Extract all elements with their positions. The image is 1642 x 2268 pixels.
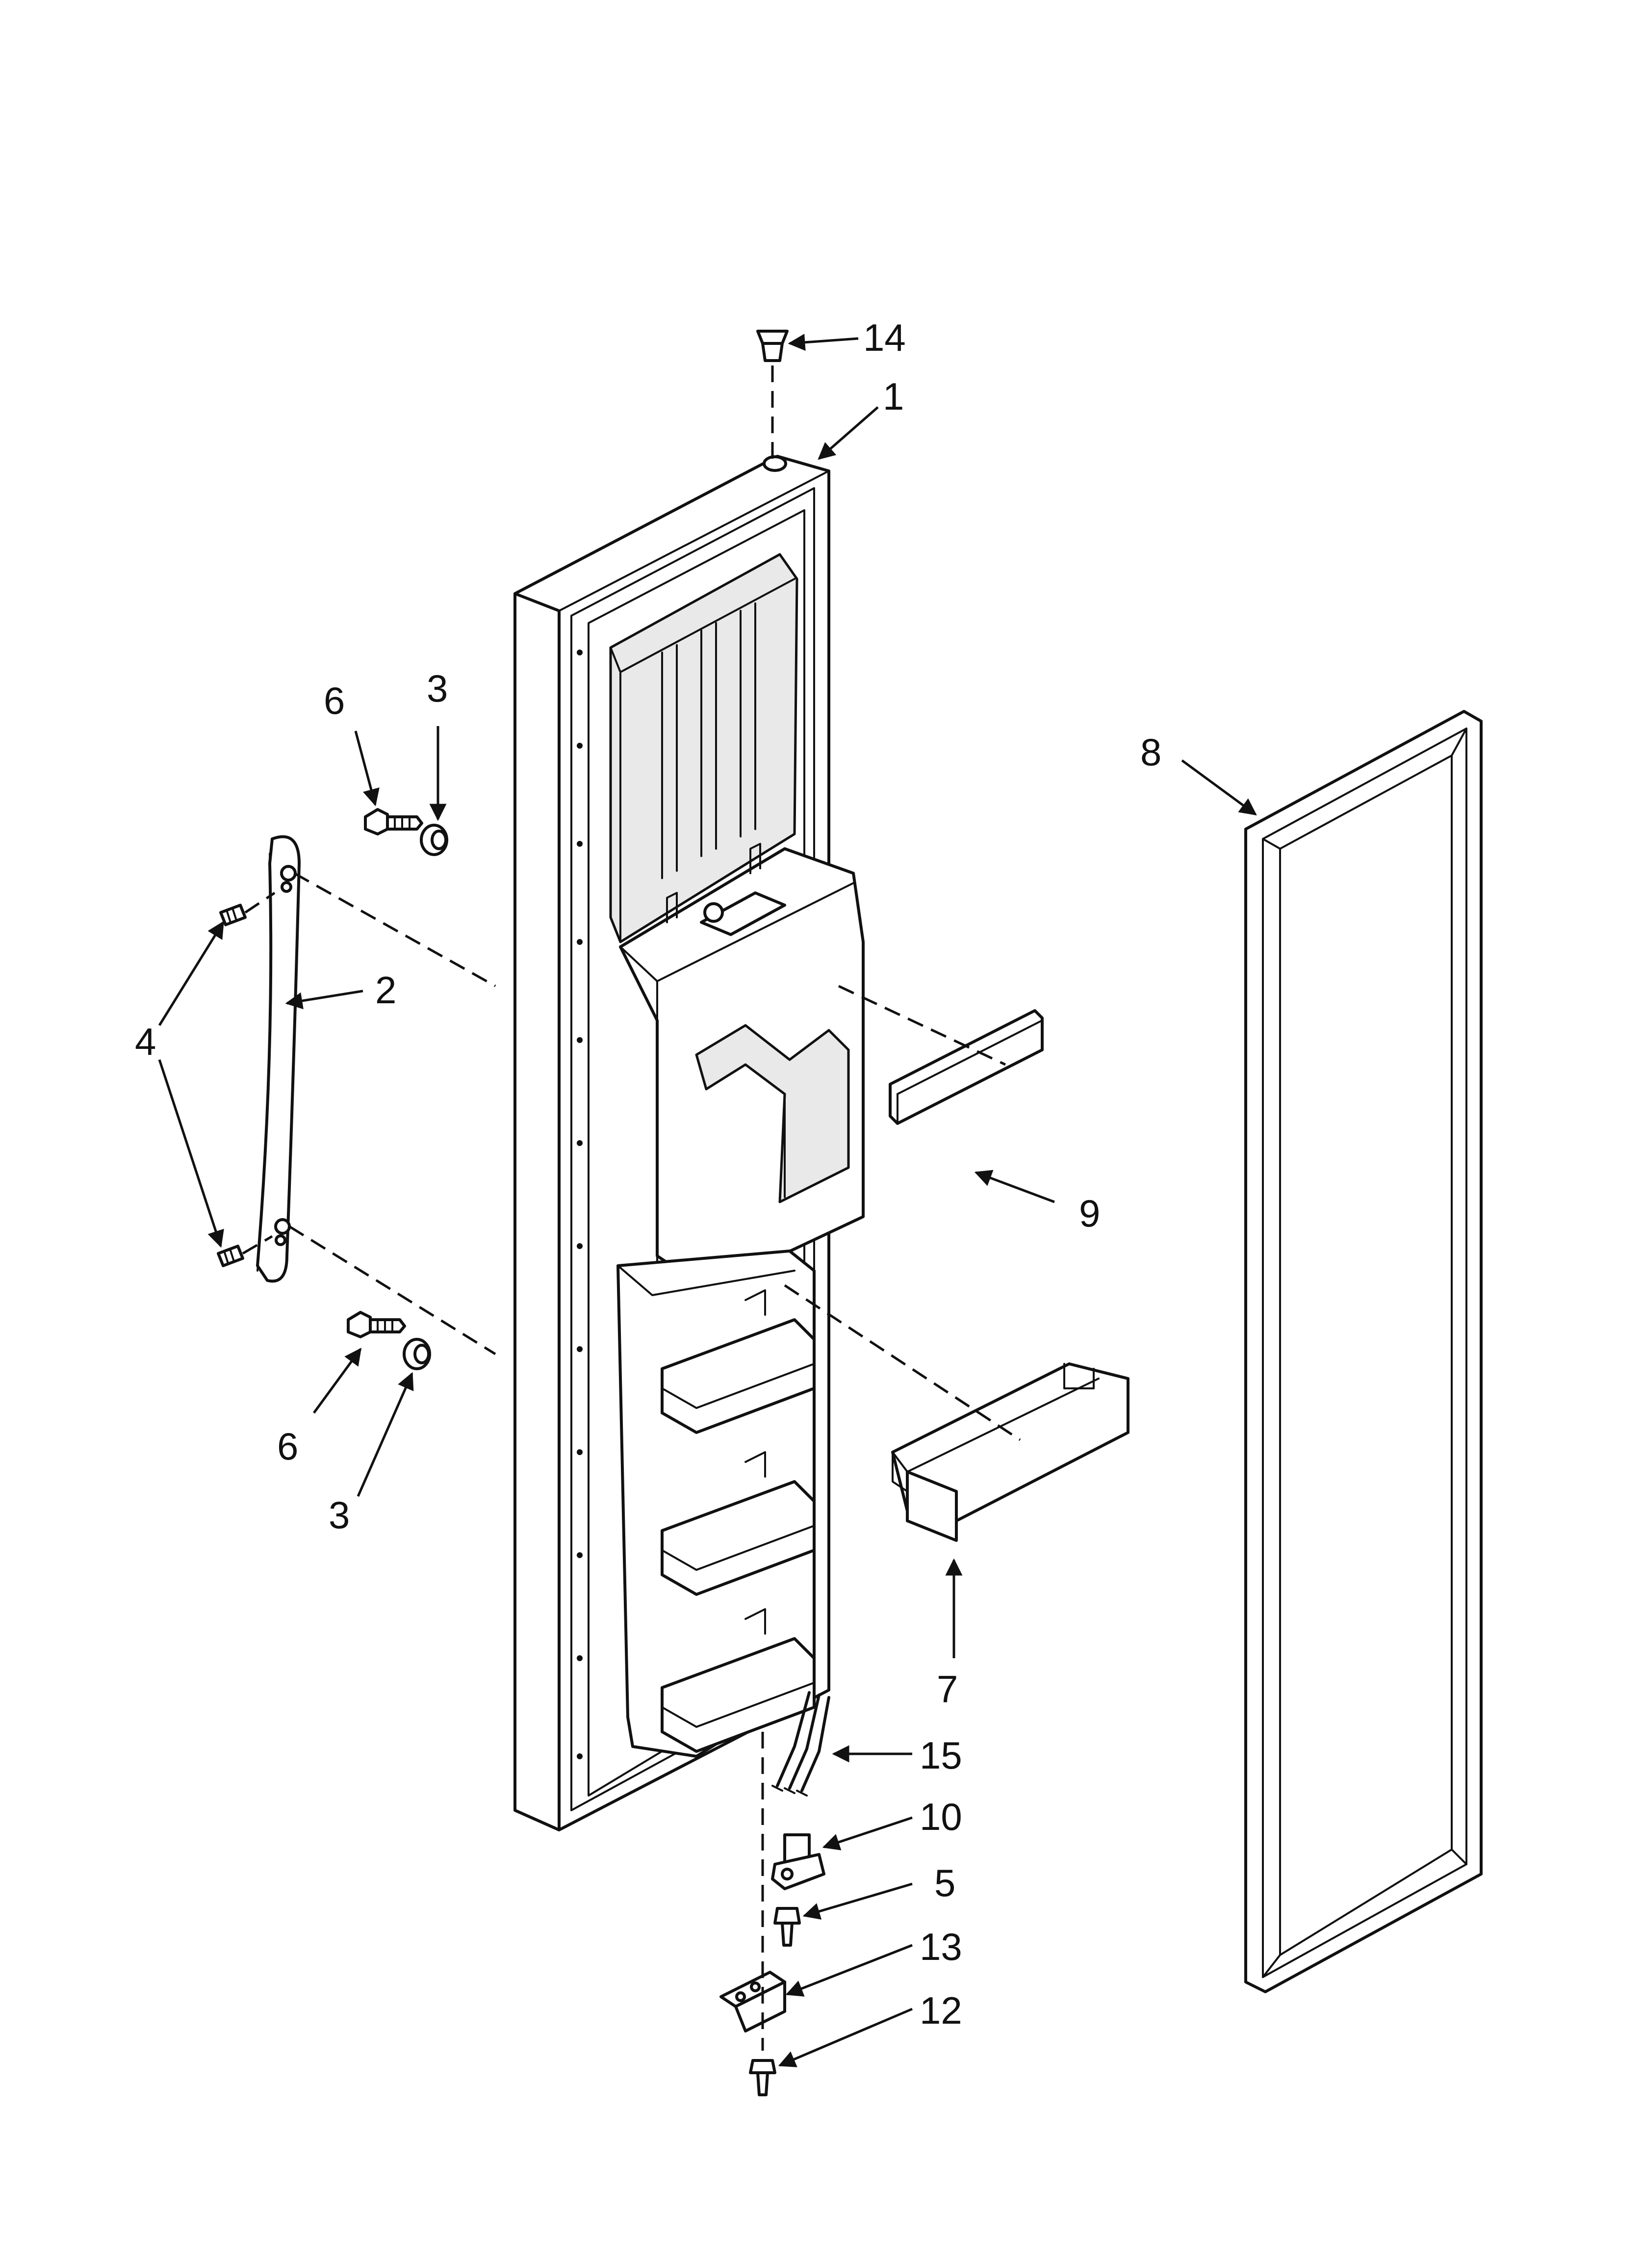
- spacer-upper: [420, 824, 448, 856]
- callout-7: 7: [937, 1668, 958, 1711]
- callout-3-upper: 3: [427, 667, 448, 710]
- callout-9: 9: [1079, 1192, 1100, 1235]
- hinge-bushing: [756, 330, 789, 362]
- callout-8: 8: [1140, 730, 1161, 774]
- callout-2: 2: [375, 968, 396, 1012]
- freezer-door: [513, 455, 865, 1831]
- dispenser-trim: [889, 1009, 1044, 1125]
- handle-screw-upper: [364, 808, 423, 835]
- callout-6-upper: 6: [324, 679, 345, 722]
- callout-6-lower: 6: [277, 1425, 298, 1468]
- hinge-bracket: [719, 1971, 786, 2033]
- set-screw-upper: [219, 904, 247, 926]
- callout-15: 15: [920, 1734, 962, 1777]
- callout-13: 13: [920, 1925, 962, 1968]
- callout-4: 4: [135, 1020, 156, 1063]
- door-gasket: [1244, 710, 1483, 1993]
- door-rail-holes: [577, 650, 583, 1759]
- callout-10: 10: [920, 1795, 962, 1838]
- wire-harness: [771, 1691, 830, 1797]
- door-handle: [256, 835, 301, 1283]
- callout-14: 14: [863, 316, 906, 359]
- callout-3-lower: 3: [329, 1493, 350, 1537]
- hinge-screw: [773, 1907, 801, 1947]
- callout-12: 12: [920, 1989, 962, 2032]
- hinge-cam: [771, 1833, 825, 1890]
- spacer-lower: [403, 1338, 431, 1370]
- callout-1: 1: [883, 375, 904, 418]
- bracket-screw: [749, 2059, 776, 2096]
- door-bin: [891, 1362, 1129, 1542]
- callout-5: 5: [934, 1861, 955, 1904]
- handle-screw-lower: [347, 1311, 406, 1338]
- leader-lines: [158, 334, 1257, 2067]
- set-screw-lower: [217, 1245, 244, 1267]
